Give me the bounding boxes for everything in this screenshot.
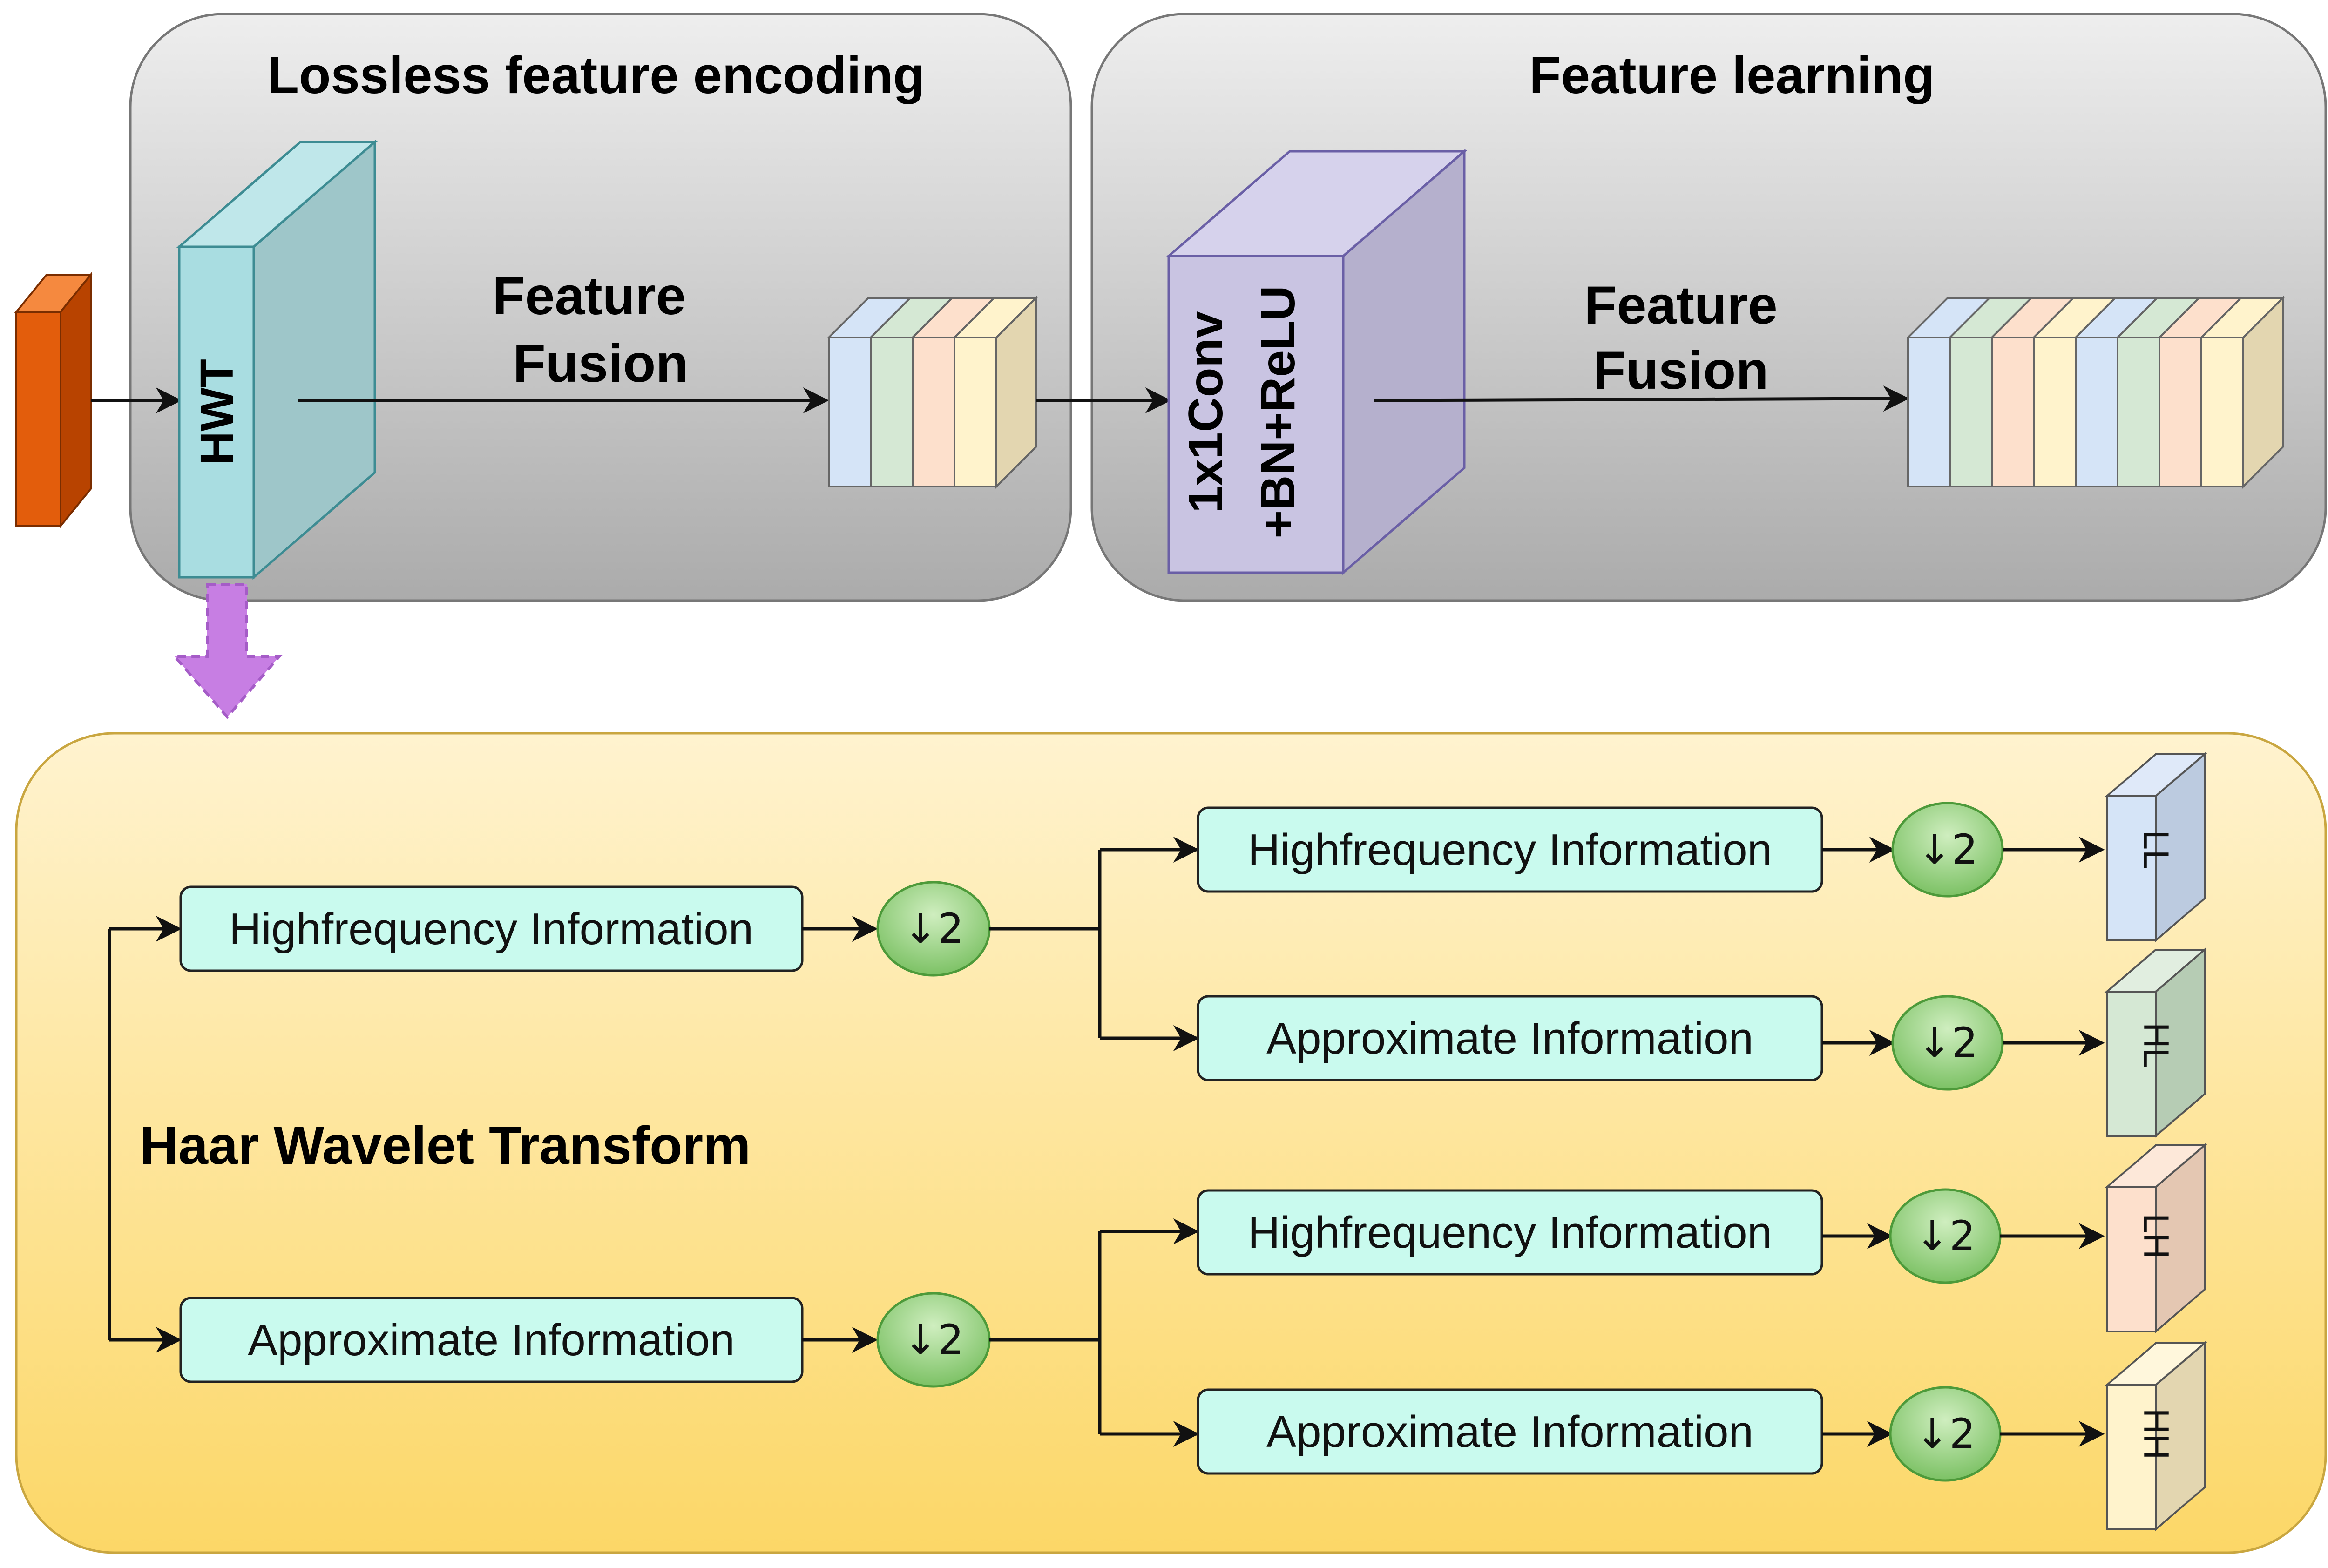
conv-label-line2: +BN+ReLU	[1251, 285, 1305, 538]
conv-label-line1: 1x1Conv	[1179, 311, 1233, 513]
l2-3-text: Approximate Information	[1266, 1407, 1753, 1457]
output-hh-label: HH	[2136, 1408, 2176, 1460]
encoding-title: Lossless feature encoding	[267, 46, 925, 104]
conv-to-fusion-arrow	[1373, 385, 1909, 412]
l2-3-box	[1197, 1388, 1823, 1475]
input-tensor	[14, 272, 93, 529]
fusion-label-2-line1: Feature	[1584, 276, 1777, 335]
expand-arrow	[171, 583, 283, 719]
l2-2-box	[1197, 1189, 1823, 1276]
output-hl-block	[2104, 947, 2207, 1138]
output-hh-block	[2104, 1341, 2207, 1532]
fusion-label-1-line2: Fusion	[513, 334, 689, 393]
fusion-label-2-line2: Fusion	[1593, 341, 1769, 400]
output-lh-block	[2104, 1143, 2207, 1334]
hwt-block	[176, 139, 378, 580]
feature-stack-2	[1906, 296, 2285, 489]
l2-0-text: Highfrequency Information	[1248, 825, 1772, 875]
l2-1-text: Approximate Information	[1266, 1014, 1753, 1063]
output-lh-label: LH	[2136, 1213, 2176, 1258]
l1-high-text: Highfrequency Information	[229, 904, 753, 954]
l1-high-downsample-text: ↓2	[903, 905, 964, 953]
l2-2-downsample-text: ↓2	[1915, 1212, 1976, 1260]
l2-2-text: Highfrequency Information	[1248, 1208, 1772, 1257]
l1-approx-downsample-text: ↓2	[903, 1316, 964, 1364]
output-ll-block	[2104, 752, 2207, 943]
fusion-label-1-line1: Feature	[492, 266, 685, 326]
l2-1-box	[1197, 995, 1823, 1081]
l2-1-downsample-text: ↓2	[1917, 1019, 1978, 1067]
conv-block	[1165, 149, 1468, 575]
output-ll-label: LL	[2136, 830, 2176, 870]
hwt-label: HWT	[191, 359, 243, 465]
l1-approx-text: Approximate Information	[248, 1315, 735, 1365]
learning-title: Feature learning	[1529, 46, 1935, 104]
output-hl-label: HL	[2136, 1022, 2176, 1068]
l2-0-downsample-text: ↓2	[1917, 825, 1978, 873]
feature-stack-1	[826, 296, 1038, 489]
haar-title: Haar Wavelet Transform	[140, 1116, 751, 1176]
l2-3-downsample-text: ↓2	[1915, 1410, 1976, 1458]
